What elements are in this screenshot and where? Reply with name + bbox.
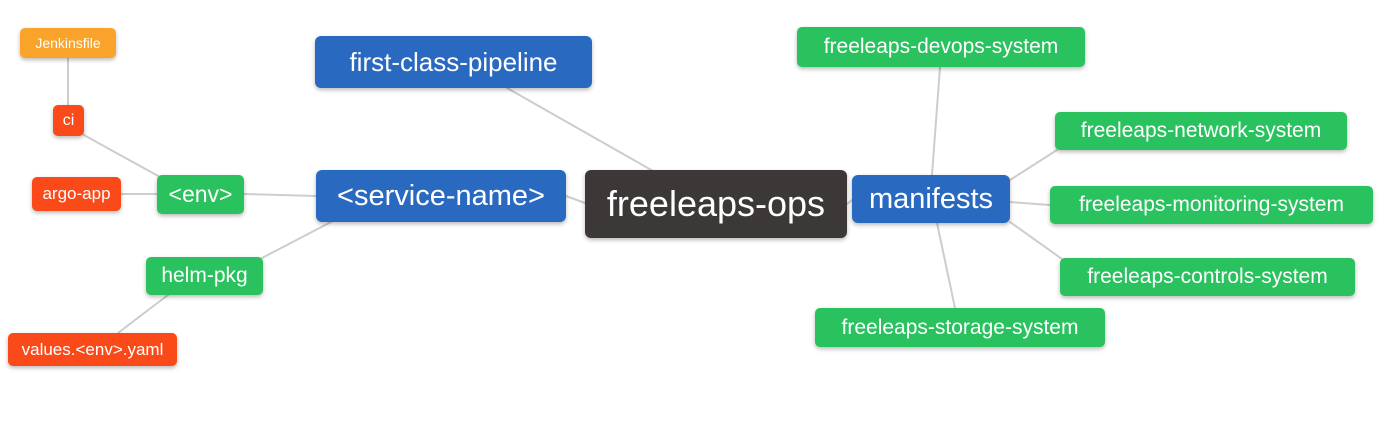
node-first-class-pipeline[interactable]: first-class-pipeline xyxy=(315,36,592,88)
node-env[interactable]: <env> xyxy=(157,175,244,214)
edge-manifests-storage xyxy=(936,222,956,309)
node-argo-app[interactable]: argo-app xyxy=(32,177,121,211)
node-freeleaps-devops-system[interactable]: freeleaps-devops-system xyxy=(797,27,1085,67)
edge-ops-manifests xyxy=(846,199,853,205)
node-manifests[interactable]: manifests xyxy=(852,175,1010,223)
node-jenkinsfile[interactable]: Jenkinsfile xyxy=(20,28,116,58)
edge-ci-env xyxy=(81,133,161,178)
edge-manifests-network xyxy=(1009,149,1058,181)
edge-service-name-ops xyxy=(565,195,586,204)
node-freeleaps-monitoring-system[interactable]: freeleaps-monitoring-system xyxy=(1050,186,1373,224)
node-service-name[interactable]: <service-name> xyxy=(316,170,566,222)
edge-pipeline-ops xyxy=(506,87,654,172)
edge-env-service-name xyxy=(243,193,317,197)
node-freeleaps-ops[interactable]: freeleaps-ops xyxy=(585,170,847,238)
edge-helm-pkg-service-name xyxy=(261,221,332,259)
node-ci[interactable]: ci xyxy=(53,105,84,136)
node-freeleaps-storage-system[interactable]: freeleaps-storage-system xyxy=(815,308,1105,347)
edge-manifests-controls xyxy=(1009,221,1063,260)
node-values-env-yaml[interactable]: values.<env>.yaml xyxy=(8,333,177,366)
edge-manifests-monitoring xyxy=(1009,201,1051,206)
node-freeleaps-controls-system[interactable]: freeleaps-controls-system xyxy=(1060,258,1355,296)
edge-manifests-devops xyxy=(931,66,941,176)
node-freeleaps-network-system[interactable]: freeleaps-network-system xyxy=(1055,112,1347,150)
edge-values-helm-pkg xyxy=(117,294,169,334)
node-helm-pkg[interactable]: helm-pkg xyxy=(146,257,263,295)
